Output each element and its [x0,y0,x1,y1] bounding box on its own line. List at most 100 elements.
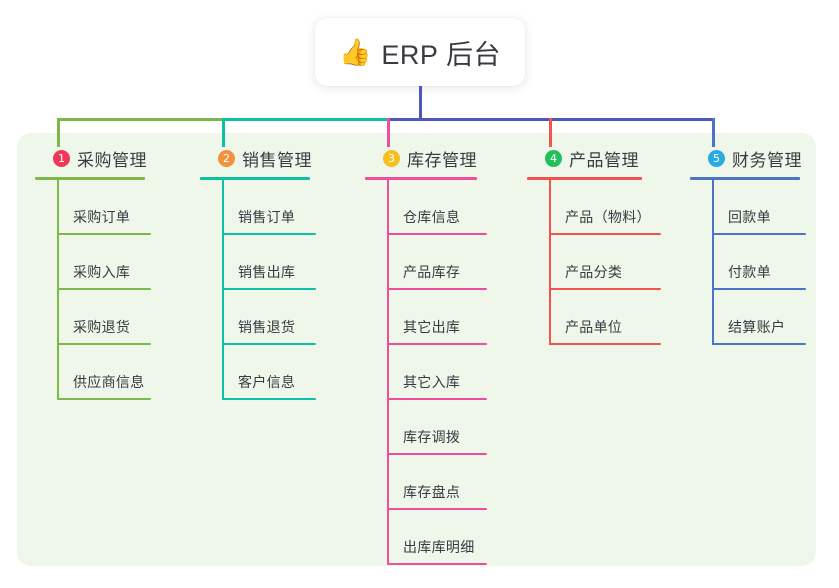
branch-number-badge: 3 [383,149,400,167]
branch-item-label: 销售出库 [238,264,296,280]
branch-item-rule [712,343,806,345]
branch-item-rule [549,343,661,345]
branch-item-label: 库存盘点 [403,484,461,500]
branch-item[interactable]: 回款单 [690,180,806,235]
branch-item-list: 采购订单采购入库采购退货供应商信息 [35,180,151,400]
branch-item-rule [387,398,487,400]
branch-item-rule [57,233,151,235]
branch-item-rule [222,398,316,400]
branch-drop-1 [57,118,60,147]
branch-drop-4 [549,118,552,147]
branch-drop-3 [387,118,390,147]
branch-underline [365,177,477,180]
branch-header-1[interactable]: 1 采购管理 [35,145,147,171]
branch-number-badge: 5 [708,149,725,167]
branch-item[interactable]: 产品分类 [527,235,661,290]
branch-underline [527,177,642,180]
branch-item[interactable]: 销售出库 [200,235,316,290]
branch-drop-5 [712,118,715,147]
root-node[interactable]: 👍 ERP 后台 [315,18,525,86]
branch-item[interactable]: 产品（物料） [527,180,661,235]
branch-item[interactable]: 其它入库 [365,345,487,400]
branch-column-库存管理: 3 库存管理仓库信息产品库存其它出库其它入库库存调拨库存盘点出库库明细 [365,145,487,565]
diagram-panel [17,133,816,566]
branch-item-rule [57,343,151,345]
trunk-segment-mid [222,118,389,121]
branch-item-rule [222,288,316,290]
branch-column-产品管理: 4 产品管理产品（物料） 产品分类产品单位 [527,145,661,345]
branch-item[interactable]: 客户信息 [200,345,316,400]
branch-item-label: 产品库存 [403,264,461,280]
branch-item[interactable]: 库存盘点 [365,455,487,510]
trunk-segment-left [57,118,224,121]
branch-item[interactable]: 出库库明细 [365,510,487,565]
branch-item-label: 销售退货 [238,319,296,335]
branch-item[interactable]: 产品单位 [527,290,661,345]
branch-spine [222,180,224,400]
branch-spine [549,180,551,345]
branch-item-rule [712,288,806,290]
branch-item[interactable]: 其它出库 [365,290,487,345]
branch-item-rule [387,563,487,565]
branch-item-rule [222,343,316,345]
branch-underline [35,177,145,180]
branch-item[interactable]: 付款单 [690,235,806,290]
branch-header-4[interactable]: 4 产品管理 [527,145,642,171]
branch-item-rule [387,233,487,235]
branch-item-label: 结算账户 [728,319,786,335]
branch-title: 库存管理 [407,150,477,170]
branch-item[interactable]: 采购入库 [35,235,151,290]
branch-spine [57,180,59,400]
branch-number-badge: 2 [218,149,235,167]
branch-item[interactable]: 仓库信息 [365,180,487,235]
branch-item-rule [387,343,487,345]
branch-item-label: 采购退货 [73,319,131,335]
branch-item-list: 销售订单销售出库销售退货客户信息 [200,180,316,400]
branch-item-label: 销售订单 [238,209,296,225]
branch-underline [200,177,310,180]
branch-item-rule [712,233,806,235]
branch-item-rule [57,288,151,290]
branch-drop-2 [222,118,225,147]
branch-title: 产品管理 [569,150,639,170]
branch-item-label: 采购入库 [73,264,131,280]
branch-item[interactable]: 产品库存 [365,235,487,290]
branch-item[interactable]: 库存调拨 [365,400,487,455]
branch-item[interactable]: 供应商信息 [35,345,151,400]
branch-item-label: 供应商信息 [73,374,145,390]
branch-item[interactable]: 结算账户 [690,290,806,345]
branch-title: 采购管理 [77,150,147,170]
branch-item-label: 产品分类 [565,264,623,280]
branch-header-3[interactable]: 3 库存管理 [365,145,477,171]
branch-item-label: 产品单位 [565,319,623,335]
branch-item-list: 回款单付款单结算账户 [690,180,806,345]
branch-item-label: 回款单 [728,209,771,225]
root-stem-connector [419,86,422,121]
branch-spine [387,180,389,565]
branch-item-label: 付款单 [728,264,771,280]
branch-item-rule [387,508,487,510]
branch-item[interactable]: 销售退货 [200,290,316,345]
branch-number-badge: 1 [53,149,70,167]
branch-item-list: 仓库信息产品库存其它出库其它入库库存调拨库存盘点出库库明细 [365,180,487,565]
branch-spine [712,180,714,345]
branch-item[interactable]: 销售订单 [200,180,316,235]
thumbs-up-icon: 👍 [339,37,372,67]
branch-item-label: 采购订单 [73,209,131,225]
branch-number-badge: 4 [545,149,562,167]
branch-item-rule [387,288,487,290]
branch-item-list: 产品（物料） 产品分类产品单位 [527,180,661,345]
branch-item-label: 客户信息 [238,374,296,390]
root-node-label: ERP 后台 [381,39,501,70]
branch-item[interactable]: 采购退货 [35,290,151,345]
branch-item-rule [222,233,316,235]
branch-item-rule [549,288,661,290]
branch-item-label: 出库库明细 [403,539,475,555]
branch-item-label: 其它入库 [403,374,461,390]
branch-item[interactable]: 采购订单 [35,180,151,235]
branch-column-采购管理: 1 采购管理采购订单采购入库采购退货供应商信息 [35,145,151,400]
